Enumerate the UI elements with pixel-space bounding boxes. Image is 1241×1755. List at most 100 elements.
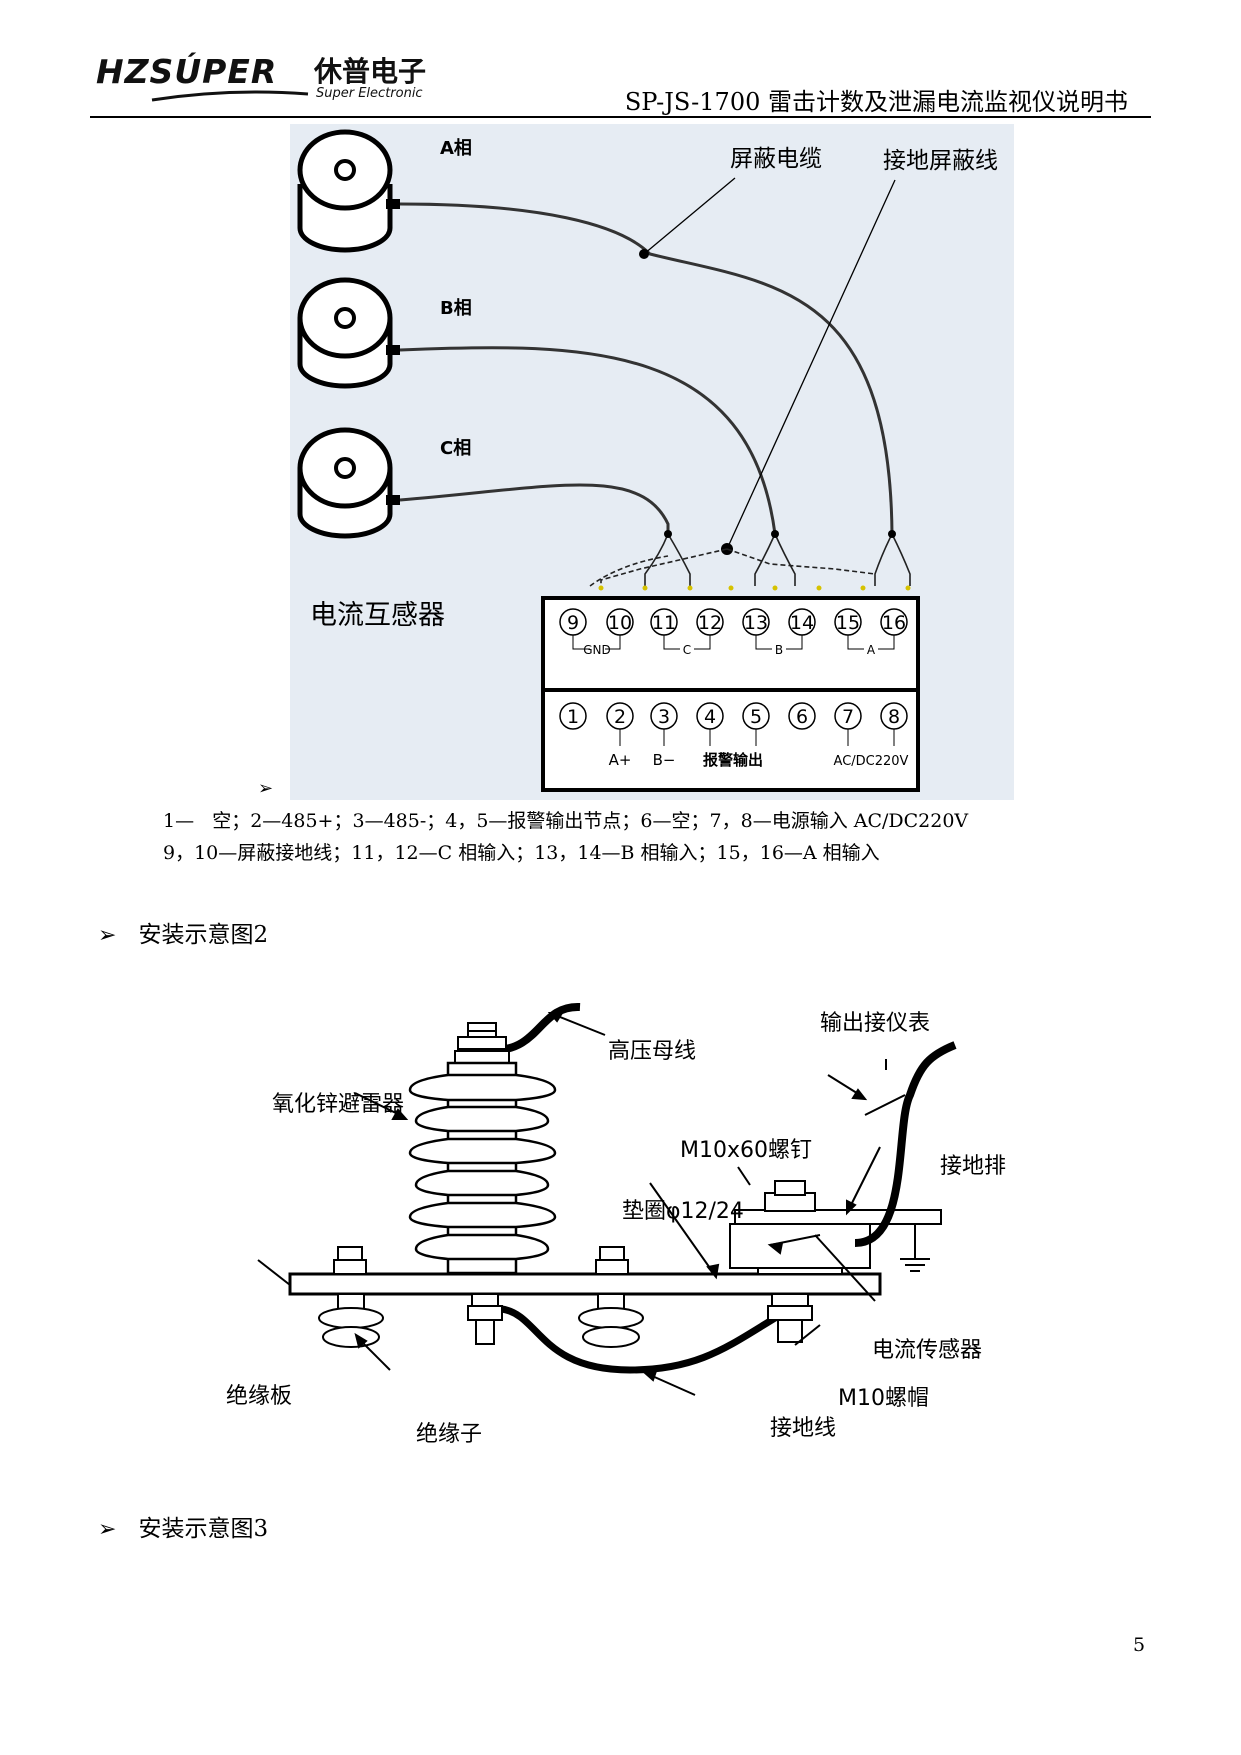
zinc-oxide-arrester (408, 1061, 557, 1275)
terminal-16: 16 (880, 608, 908, 636)
svg-text:1: 1 (567, 706, 579, 728)
insulators (318, 1293, 644, 1348)
svg-text:2: 2 (614, 706, 626, 728)
center-bottom-bolt (467, 1293, 503, 1345)
svg-text:13: 13 (744, 612, 768, 634)
ground-symbol-icon (900, 1224, 930, 1272)
legend-line-1: 1— 空；2—485+；3—485-；4，5—报警输出节点；6—空；7，8—电源… (163, 810, 969, 832)
phase-a-label: A相 (440, 138, 472, 159)
wiring-diagram: A相 B相 C相 屏蔽电缆 接地屏蔽线 电流互感器 9 (290, 124, 1014, 800)
ground-wire (501, 1305, 782, 1374)
logo-swoosh-icon (151, 90, 309, 102)
svg-text:8: 8 (888, 706, 900, 728)
terminal-12: 12 (696, 608, 724, 636)
busbar-cable (494, 1002, 581, 1054)
group-c: C (683, 643, 691, 657)
cables (399, 202, 894, 535)
bullet-arrow-icon: ➢ (98, 1517, 117, 1542)
arrester-top-bolt (454, 1022, 510, 1064)
terminal-8: 8 (880, 702, 908, 730)
group-b: B (775, 643, 783, 657)
svg-text:6: 6 (796, 706, 808, 728)
terminal-13: 13 (742, 608, 770, 636)
label-output-meter: 输出接仪表 (820, 1011, 930, 1036)
logo-subtitle: Super Electronic (316, 86, 423, 101)
label-insulator: 绝缘子 (416, 1422, 482, 1447)
lead-nodes (664, 530, 896, 538)
label-current-sensor: 电流传感器 (872, 1338, 982, 1363)
label-screw: M10x60螺钉 (680, 1138, 812, 1163)
terminal-2: 2 (606, 702, 634, 730)
terminal-dots (598, 585, 911, 591)
leader-lines (643, 177, 896, 550)
shield-cable-label: 屏蔽电缆 (730, 146, 822, 172)
terminal-14: 14 (788, 608, 816, 636)
svg-text:16: 16 (882, 612, 906, 634)
section-2-title: 安装示意图2 (138, 922, 269, 948)
terminal-1: 1 (559, 702, 587, 730)
shield-cable-marker (639, 249, 649, 259)
label-b-minus: B− (653, 751, 676, 769)
label-ground-bar: 接地排 (940, 1154, 1006, 1179)
label-a-plus: A+ (609, 751, 632, 769)
diagram-labels: 高压母线 输出接仪表 氧化锌避雷器 M10x60螺钉 接地排 垫圈φ12/24 … (226, 1011, 1006, 1447)
terminal-10: 10 (606, 608, 634, 636)
current-sensor-assembly (729, 1180, 942, 1343)
terminal-leads (589, 533, 911, 587)
upper-group-brackets (572, 635, 895, 650)
lower-lead-lines (619, 729, 895, 746)
group-a: A (867, 643, 876, 657)
ct-label: 电流互感器 (310, 600, 445, 631)
label-arrester: 氧化锌避雷器 (272, 1092, 404, 1117)
terminal-11: 11 (650, 608, 678, 636)
svg-text:3: 3 (658, 706, 670, 728)
svg-text:11: 11 (652, 612, 676, 634)
document-title: SP-JS-1700 雷击计数及泄漏电流监视仪说明书 (624, 88, 1128, 116)
svg-text:12: 12 (698, 612, 722, 634)
group-gnd: GND (583, 643, 611, 657)
terminal-7: 7 (834, 702, 862, 730)
installation-diagram: 高压母线 输出接仪表 氧化锌避雷器 M10x60螺钉 接地排 垫圈φ12/24 … (226, 1002, 1006, 1447)
svg-text:7: 7 (842, 706, 854, 728)
header-divider (90, 116, 1151, 118)
section-3-title: 安装示意图3 (138, 1516, 269, 1542)
svg-text:10: 10 (608, 612, 632, 634)
section-3-heading: ➢ 安装示意图3 (98, 1509, 268, 1543)
ground-shield-label: 接地屏蔽线 (883, 148, 998, 174)
output-cable (854, 1041, 957, 1247)
phase-c-label: C相 (440, 438, 471, 459)
label-washer: 垫圈φ12/24 (622, 1199, 744, 1224)
upper-group-labels: GND C B A (583, 643, 876, 657)
insulating-board (288, 1272, 882, 1296)
ct-coil-a (297, 129, 393, 253)
phase-b-label: B相 (440, 298, 472, 319)
bullet-arrow-icon: ➢ (98, 923, 117, 948)
label-busbar: 高压母线 (608, 1039, 696, 1064)
svg-text:15: 15 (836, 612, 860, 634)
terminal-3: 3 (650, 702, 678, 730)
terminal-9: 9 (559, 608, 587, 636)
lower-labels: A+ B− 报警输出 AC/DC220V (609, 751, 909, 769)
legend-line-2: 9，10—屏蔽接地线；11，12—C 相输入；13，14—B 相输入；15，16… (163, 842, 880, 864)
label-nut: M10螺帽 (838, 1386, 929, 1411)
section-2-heading: ➢ 安装示意图2 (98, 915, 268, 949)
svg-text:9: 9 (567, 612, 579, 634)
ct-coil-b (297, 277, 393, 389)
terminal-15: 15 (834, 608, 862, 636)
logo-chinese: 休普电子 (314, 55, 427, 88)
logo-text: HZSÚPER (96, 52, 278, 91)
ct-coil-c (297, 427, 393, 539)
leader-arrows (257, 1012, 906, 1396)
label-insulating-board: 绝缘板 (226, 1384, 292, 1409)
svg-text:14: 14 (790, 612, 814, 634)
terminal-5: 5 (742, 702, 770, 730)
upper-terminals: 9 10 11 12 13 14 15 16 (559, 608, 908, 636)
figure1-bullet: ➢ (258, 778, 274, 799)
terminal-6: 6 (788, 702, 816, 730)
svg-text:4: 4 (704, 706, 716, 728)
label-alarm-output: 报警输出 (703, 751, 763, 769)
page-number: 5 (1133, 1634, 1146, 1656)
svg-text:5: 5 (750, 706, 762, 728)
board-bolts (333, 1246, 629, 1275)
label-power-input: AC/DC220V (834, 754, 909, 769)
